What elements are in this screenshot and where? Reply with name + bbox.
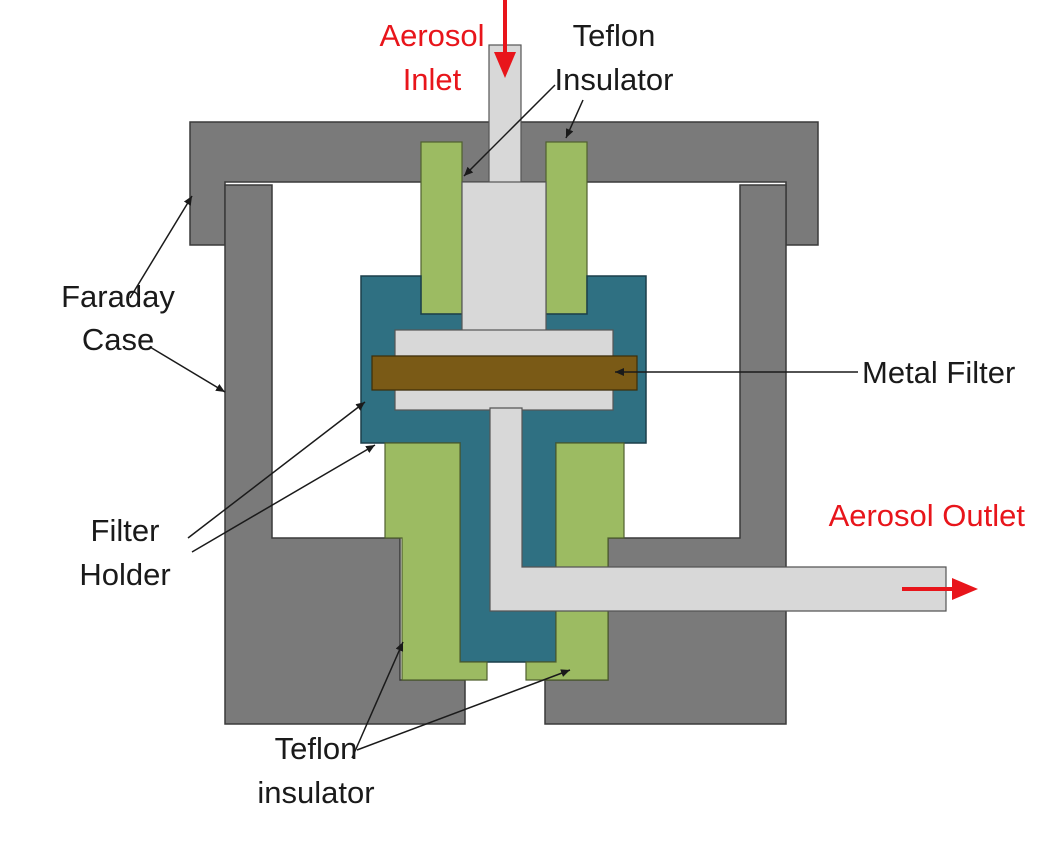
teflon-insulator-upper-left xyxy=(420,141,463,315)
teflon-insulator-lower-right xyxy=(525,442,625,681)
outlet-arrow xyxy=(902,578,978,600)
label-faraday-case-line1: Faraday xyxy=(61,279,175,314)
label-teflon-insulator-bottom-line1: Teflon xyxy=(275,731,358,766)
label-teflon-insulator-bottom-line2: insulator xyxy=(257,775,374,810)
label-faraday-case-line2: Case xyxy=(82,322,154,357)
faraday-case-left xyxy=(224,184,466,725)
inlet-arrow xyxy=(494,0,516,78)
label-teflon-insulator-top-line2: Insulator xyxy=(555,62,674,97)
flow-channel-inlet xyxy=(461,181,547,333)
flow-chamber-lower xyxy=(394,389,614,411)
teflon-insulator-lower-left xyxy=(384,442,488,681)
flow-channel-outlet xyxy=(489,407,947,612)
metal-filter xyxy=(371,355,638,391)
label-aerosol-outlet: Aerosol Outlet xyxy=(829,498,1026,533)
leader-lines xyxy=(129,84,858,759)
label-teflon-insulator-top-line1: Teflon xyxy=(573,18,656,53)
label-filter-holder-line2: Holder xyxy=(79,557,170,592)
faraday-case-top xyxy=(189,121,819,246)
teflon-insulator-upper-right xyxy=(545,141,588,315)
label-aerosol-inlet-line2: Inlet xyxy=(403,62,462,97)
label-metal-filter: Metal Filter xyxy=(862,355,1015,390)
flow-chamber-upper xyxy=(394,329,614,357)
label-aerosol-inlet-line1: Aerosol xyxy=(379,18,484,53)
label-filter-holder-line1: Filter xyxy=(91,513,160,548)
